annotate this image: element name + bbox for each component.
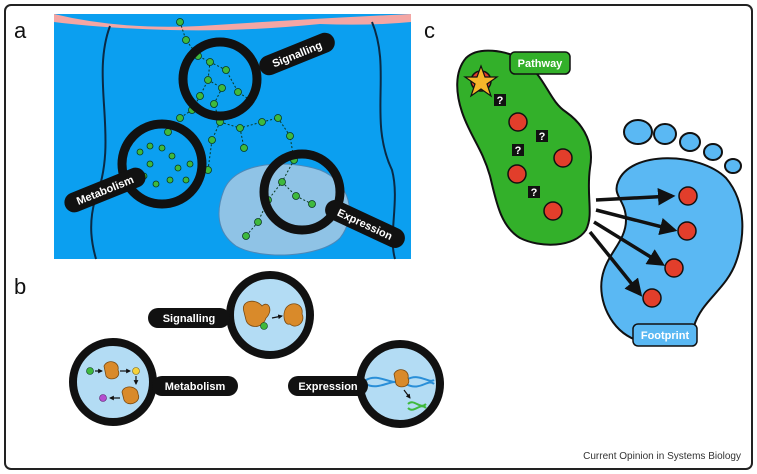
- panel-b: b Signalling Metabolism: [14, 271, 444, 428]
- footprint-label-text: Footprint: [641, 330, 690, 342]
- panel-a: a: [14, 14, 411, 260]
- footprint-toes: [623, 119, 742, 174]
- pathway-label-text: Pathway: [518, 58, 564, 70]
- label-b-expression: Expression: [298, 381, 358, 393]
- panel-c: c: [424, 18, 744, 347]
- lens-b-metabolism: Metabolism: [69, 338, 238, 426]
- question-mark: ?: [531, 187, 538, 199]
- panel-a-letter: a: [14, 18, 27, 43]
- footprint-markers: [642, 186, 698, 308]
- label-b-metabolism: Metabolism: [165, 381, 226, 393]
- panel-c-letter: c: [424, 18, 435, 43]
- pathway-shape: [456, 49, 592, 246]
- journal-caption: Current Opinion in Systems Biology: [583, 451, 741, 462]
- question-mark: ?: [539, 131, 546, 143]
- panel-b-letter: b: [14, 274, 26, 299]
- cell-membrane: [54, 14, 411, 31]
- question-mark: ?: [515, 145, 522, 157]
- star-icon: [463, 64, 499, 98]
- unknown-nodes: ? ? ? ?: [494, 94, 548, 199]
- pathway-markers: [507, 112, 573, 221]
- footprint-label: Footprint: [632, 323, 698, 347]
- pathway-label: Pathway: [509, 51, 571, 75]
- question-mark: ?: [497, 95, 504, 107]
- footprint-arrows: [588, 187, 678, 297]
- label-b-signalling: Signalling: [163, 313, 216, 325]
- cell-boundary-left: [90, 25, 111, 260]
- lens-b-signalling: Signalling: [148, 271, 314, 359]
- lens-b-expression: Expression: [288, 340, 444, 428]
